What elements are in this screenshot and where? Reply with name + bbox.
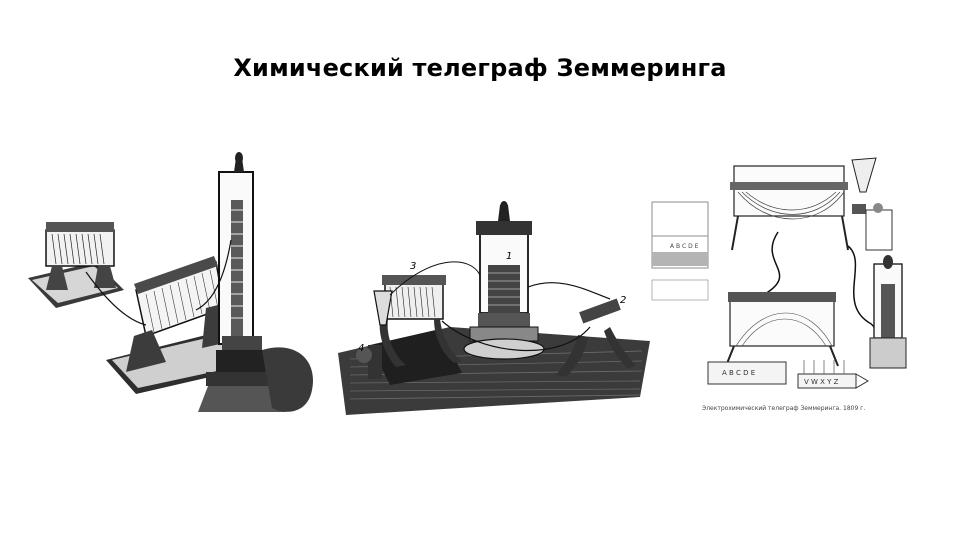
apparatus-engraving-right-svg: A B C D E A B C D E V W X Y Z bbox=[651, 157, 907, 412]
label-4: 4 bbox=[358, 343, 364, 354]
label-3: 3 bbox=[410, 261, 416, 272]
label-2: 2 bbox=[620, 295, 626, 306]
bottom-left-letters: A B C D E bbox=[722, 369, 755, 377]
top-letters: A B C D E bbox=[670, 243, 699, 250]
apparatus-engraving-right: A B C D E A B C D E V W X Y Z bbox=[648, 152, 918, 420]
apparatus-engraving-center-svg: 1 2 3 4 bbox=[338, 201, 650, 415]
apparatus-engraving-left bbox=[26, 150, 326, 420]
apparatus-engraving-center: 1 2 3 4 bbox=[330, 195, 652, 425]
apparatus-engraving-left-svg bbox=[28, 152, 313, 412]
figure-caption: Электрохимический телеграф Земмеринга. 1… bbox=[702, 405, 865, 412]
bottom-right-letters: V W X Y Z bbox=[804, 378, 839, 386]
label-1: 1 bbox=[506, 251, 512, 262]
slide-title: Химический телеграф Земмеринга bbox=[233, 54, 727, 82]
